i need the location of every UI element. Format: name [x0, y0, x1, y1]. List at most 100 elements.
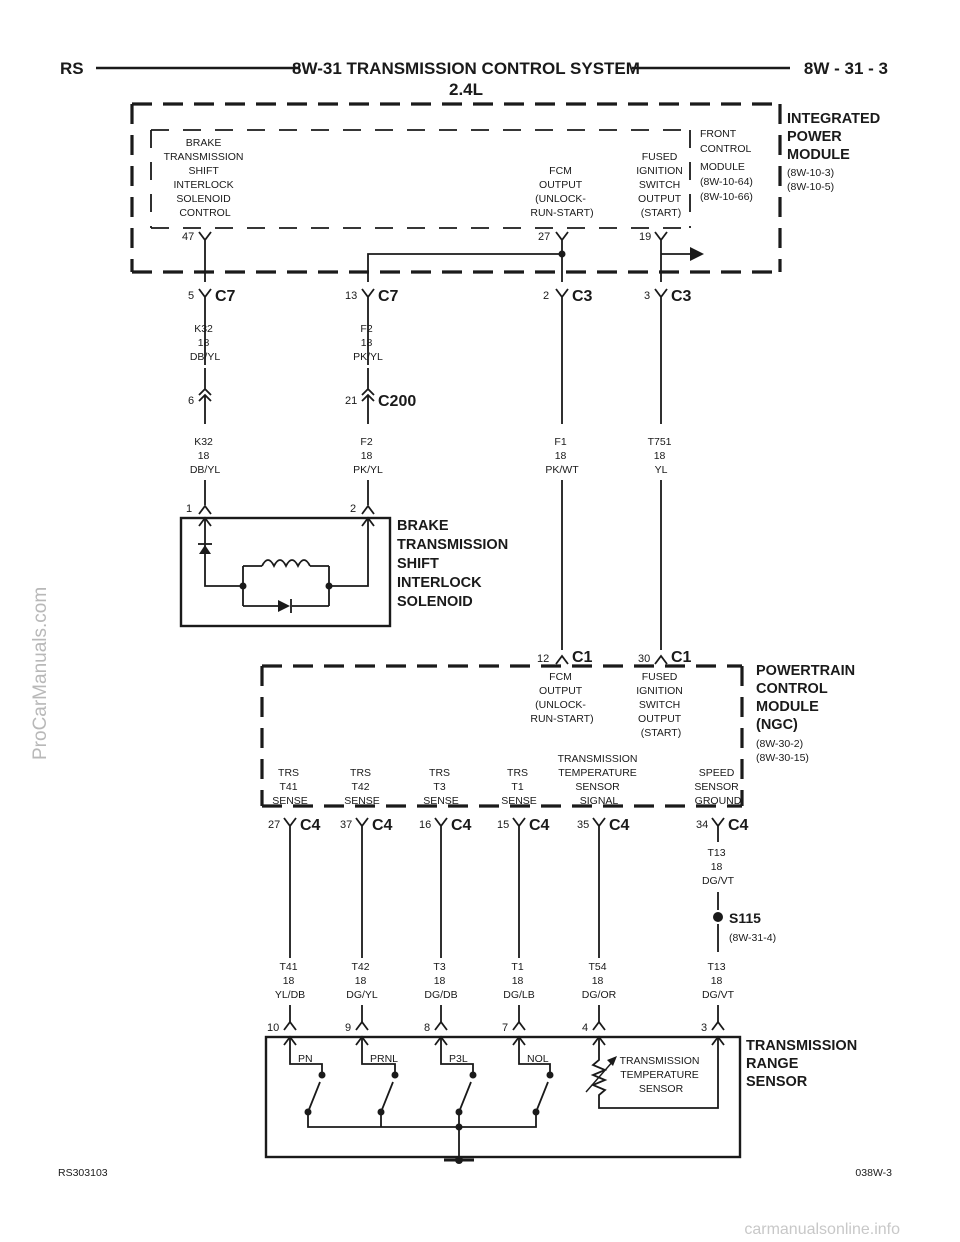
transmission-range-sensor: PN PRNL P3L NOL TRANSMISSION TEMPERATURE… — [264, 1035, 861, 1164]
footer-right: 038W-3 — [855, 1167, 892, 1179]
ipm-circuit-label-fcm-output: FCM OUTPUT (UNLOCK- RUN-START) — [530, 165, 593, 219]
pcm-refs: (8W-30-2) (8W-30-15) — [756, 738, 809, 764]
switch-label-p3l: P3L — [449, 1053, 468, 1065]
trs-title: TRANSMISSION RANGE SENSOR — [746, 1038, 861, 1090]
ipm-terminal-27 — [555, 231, 569, 282]
c200-pin21-symbol — [361, 368, 375, 424]
pcm-c1-pin12-number: 12 — [537, 653, 549, 665]
switch-pn-feed — [289, 1037, 323, 1072]
solenoid-diode-horizontal-icon — [278, 600, 290, 612]
trs-wire-stubs — [289, 1005, 719, 1022]
header-left: RS — [60, 59, 84, 78]
wire-f2-lower: F2 18 PK/YL — [353, 436, 383, 476]
pcm-dashed-border — [260, 664, 744, 808]
wire-segments-mid — [204, 480, 662, 650]
wire-k32-upper: K32 18 DB/YL — [190, 323, 221, 363]
ipm-circuit-label-bts: BRAKE TRANSMISSION SHIFT INTERLOCK SOLEN… — [164, 137, 247, 219]
trs-pin4-number: 4 — [582, 1022, 588, 1034]
thermistor-arrow — [585, 1059, 615, 1093]
switch-nol-feed — [518, 1037, 551, 1072]
wire-f1: F1 18 PK/WT — [545, 436, 579, 476]
c4-pin37-symbol — [355, 817, 369, 958]
c4-pin37-name: C4 — [372, 817, 393, 834]
c7-pin5-symbol — [198, 288, 212, 365]
trs-wire-labels: T41 18 YL/DB T42 18 DG/YL T3 18 DG/DB T1… — [275, 961, 735, 1001]
trs-pin8-number: 8 — [424, 1022, 430, 1034]
pcm-label-trs-t3: TRS T3 SENSE — [423, 767, 459, 807]
c3-pin3-name: C3 — [671, 288, 692, 305]
page-header: RS 8W-31 TRANSMISSION CONTROL SYSTEM 2.4… — [60, 59, 888, 99]
switch-p3l-contact — [469, 1071, 477, 1079]
c4-pin34-symbol — [711, 817, 725, 842]
trs-pin10-number: 10 — [267, 1022, 279, 1034]
c4-pin35-symbol — [592, 817, 606, 958]
solenoid-junction-left — [239, 582, 247, 590]
solenoid-terminals-top — [198, 504, 375, 515]
ipm-terminal-47 — [198, 231, 212, 282]
c7-pin13-symbol — [361, 288, 375, 365]
thermistor-arrow-head — [607, 1056, 617, 1066]
inline-connectors: 6 21 C200 — [188, 368, 416, 424]
switch-label-nol: NOL — [527, 1053, 549, 1065]
c4-pin16-name: C4 — [451, 817, 472, 834]
fcm-label: FRONT CONTROL MODULE (8W-10-64) (8W-10-6… — [700, 128, 756, 203]
pcm-label-trs-t1: TRS T1 SENSE — [501, 767, 537, 807]
ipm-pin-19: 19 — [639, 231, 651, 243]
c4-pin15-symbol — [512, 817, 526, 958]
switch-label-pn: PN — [298, 1053, 313, 1065]
powertrain-control-module: 12 C1 30 C1 FCM OUTPUT (UNLOCK- RUN-STAR… — [260, 649, 859, 808]
ipm-pin-47: 47 — [182, 231, 194, 243]
inline-pin6-number: 6 — [188, 395, 194, 407]
pcm-c1-pin30-number: 30 — [638, 653, 650, 665]
switch-blades — [307, 1081, 549, 1113]
c4-pin27-symbol — [283, 817, 297, 958]
c3-pin3-symbol — [654, 288, 668, 424]
trs-connector-pins: 10 9 8 7 4 3 — [267, 1020, 725, 1034]
ipm-refs: (8W-10-3) (8W-10-5) — [787, 167, 837, 193]
c7-pin5-name: C7 — [215, 288, 236, 305]
ipm-arrow-head — [690, 247, 704, 261]
c3-pin2-number: 2 — [543, 290, 549, 302]
c4-pin34-number: 34 — [696, 819, 708, 831]
switch-p3l-feed — [440, 1037, 474, 1072]
c3-pin2-symbol — [555, 288, 569, 424]
header-title: 8W-31 TRANSMISSION CONTROL SYSTEM — [292, 59, 640, 78]
pcm-fused-ign-label: FUSED IGNITION SWITCH OUTPUT (START) — [636, 671, 686, 739]
solenoid-box — [179, 516, 392, 628]
pcm-c1-pin30-name: C1 — [671, 649, 692, 666]
c3-pin2-name: C3 — [572, 288, 593, 305]
c7-pin5-number: 5 — [188, 290, 194, 302]
switch-nol-contact — [546, 1071, 554, 1079]
trs-pin7-number: 7 — [502, 1022, 508, 1034]
pcm-title: POWERTRAIN CONTROL MODULE (NGC) — [756, 663, 859, 733]
wire-t13-lower: T13 18 DG/VT — [702, 961, 735, 1001]
trs-temp-sensor-label: TRANSMISSION TEMPERATURE SENSOR — [620, 1055, 703, 1095]
footer-left: RS303103 — [58, 1167, 108, 1179]
solenoid-terminals-inner — [198, 516, 375, 527]
pcm-label-temp-signal: TRANSMISSION TEMPERATURE SENSOR SIGNAL — [558, 753, 641, 807]
fcm-dashed-border — [150, 129, 691, 229]
pcm-label-trs-t42: TRS T42 SENSE — [344, 767, 380, 807]
switch-label-prnl: PRNL — [370, 1053, 398, 1065]
c200-pin21-number: 21 — [345, 395, 357, 407]
c4-pin15-number: 15 — [497, 819, 509, 831]
switch-prnl-contact — [391, 1071, 399, 1079]
ipm-internal-bus — [367, 253, 562, 282]
wire-t3: T3 18 DG/DB — [424, 961, 457, 1001]
c4-pin16-symbol — [434, 817, 448, 958]
ipm-circuit-label-fused-ign: FUSED IGNITION SWITCH OUTPUT (START) — [636, 151, 686, 219]
c4-pin34-name: C4 — [728, 817, 749, 834]
pcm-label-trs-t41: TRS T41 SENSE — [272, 767, 308, 807]
pcm-fcm-output-label: FCM OUTPUT (UNLOCK- RUN-START) — [530, 671, 593, 725]
trs-terminals-top — [283, 1020, 725, 1031]
trs-pin9-number: 9 — [345, 1022, 351, 1034]
switch-common-bus — [307, 1112, 537, 1160]
ipm-terminal-19 — [654, 231, 668, 282]
wire-t41: T41 18 YL/DB — [275, 961, 305, 1001]
c4-pin35-number: 35 — [577, 819, 589, 831]
c4-pin37-number: 37 — [340, 819, 352, 831]
solenoid-internal-wiring — [204, 518, 369, 607]
wire-f2-upper: F2 18 PK/YL — [353, 323, 383, 363]
c4-pin16-number: 16 — [419, 819, 431, 831]
